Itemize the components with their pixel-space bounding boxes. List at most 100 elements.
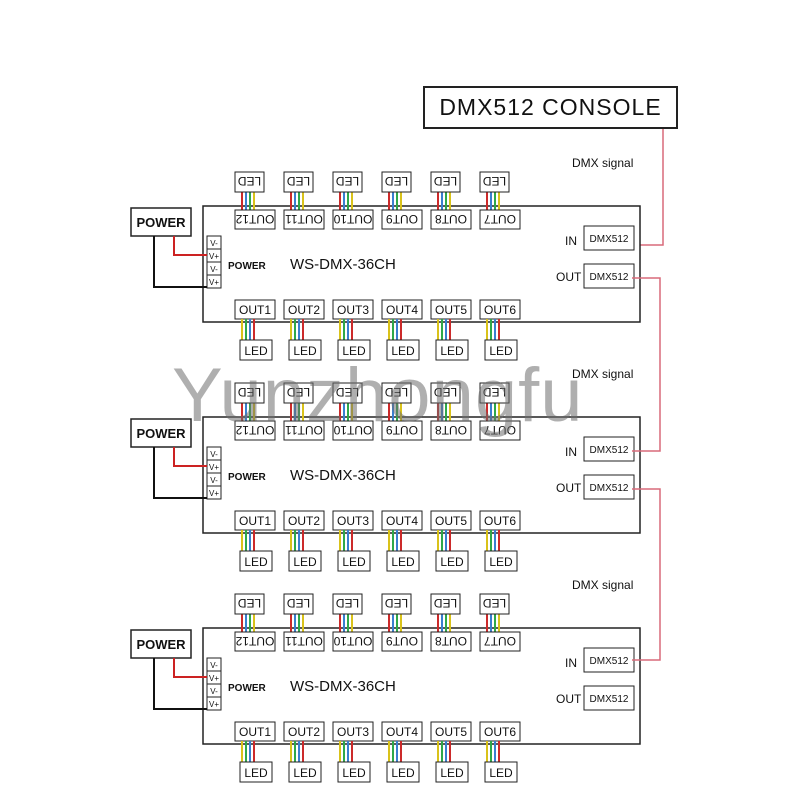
led-box	[332, 382, 363, 404]
led-box	[479, 171, 510, 193]
dmx-out-port-label: DMX512	[590, 272, 629, 283]
output-box	[381, 209, 423, 230]
output-label: OUT2	[288, 514, 320, 528]
v-terminal	[206, 274, 222, 289]
led-label: LED	[293, 766, 317, 780]
led-box	[234, 171, 265, 193]
output-box	[479, 420, 521, 441]
led-box	[239, 550, 273, 572]
dmx-signal-label: DMX signal	[572, 156, 633, 170]
led-label: LED	[342, 555, 366, 569]
v-terminal-label: V+	[209, 674, 219, 683]
power-wire-positive	[173, 236, 207, 256]
output-box	[332, 209, 374, 230]
led-box	[288, 339, 322, 361]
output-label: OUT10	[333, 212, 372, 226]
led-label: LED	[440, 555, 464, 569]
led-box	[234, 382, 265, 404]
output-label: OUT11	[285, 634, 323, 648]
v-terminal-label: V+	[209, 489, 219, 498]
led-box	[337, 550, 371, 572]
v-terminal-label: V-	[210, 265, 218, 274]
v-terminal	[206, 696, 222, 711]
in-label: IN	[565, 445, 577, 459]
dmx-out-port	[583, 263, 635, 289]
led-label: LED	[482, 174, 506, 188]
output-box	[332, 420, 374, 441]
dmx-in-port-label: DMX512	[590, 656, 629, 667]
led-label: LED	[244, 344, 268, 358]
output-box	[381, 420, 423, 441]
led-label: LED	[391, 555, 415, 569]
power-wire-negative	[153, 447, 207, 499]
led-label: LED	[482, 385, 506, 399]
output-label: OUT5	[435, 514, 467, 528]
led-box	[332, 593, 363, 615]
out-label: OUT	[556, 270, 582, 284]
model-label: WS-DMX-36CH	[290, 256, 396, 273]
dmx-in-port	[583, 647, 635, 673]
led-label: LED	[489, 555, 513, 569]
led-box	[381, 593, 412, 615]
led-box	[288, 761, 322, 783]
led-label: LED	[391, 344, 415, 358]
output-box	[479, 209, 521, 230]
power-supply-label: POWER	[136, 426, 186, 441]
output-label: OUT11	[285, 212, 323, 226]
output-label: OUT4	[386, 514, 418, 528]
v-terminal-label: V+	[209, 252, 219, 261]
output-label: OUT3	[337, 725, 369, 739]
output-label: OUT4	[386, 303, 418, 317]
led-label: LED	[244, 555, 268, 569]
led-label: LED	[237, 174, 261, 188]
output-label: OUT2	[288, 725, 320, 739]
output-box	[234, 209, 276, 230]
led-label: LED	[489, 344, 513, 358]
led-box	[430, 382, 461, 404]
v-terminal-label: V+	[209, 463, 219, 472]
model-label: WS-DMX-36CH	[290, 467, 396, 484]
v-terminal-label: V+	[209, 278, 219, 287]
model-label: WS-DMX-36CH	[290, 678, 396, 695]
output-label: OUT2	[288, 303, 320, 317]
led-box	[283, 171, 314, 193]
output-label: OUT11	[285, 423, 323, 437]
output-label: OUT6	[484, 725, 516, 739]
led-box	[386, 339, 420, 361]
output-label: OUT8	[435, 423, 467, 437]
in-label: IN	[565, 234, 577, 248]
in-label: IN	[565, 656, 577, 670]
led-label: LED	[237, 385, 261, 399]
output-label: OUT9	[386, 634, 418, 648]
power-terminal-label: POWER	[228, 683, 267, 694]
output-label: OUT12	[235, 634, 274, 648]
power-wire-negative	[153, 658, 207, 710]
dmx-out-port-label: DMX512	[590, 483, 629, 494]
output-box	[234, 631, 276, 652]
output-label: OUT12	[235, 423, 274, 437]
out-label: OUT	[556, 481, 582, 495]
led-box	[283, 593, 314, 615]
dmx-in-port	[583, 436, 635, 462]
dmx-in-port-label: DMX512	[590, 445, 629, 456]
output-box	[283, 209, 325, 230]
power-wire-negative	[153, 236, 207, 288]
output-label: OUT1	[239, 514, 271, 528]
led-box	[288, 550, 322, 572]
